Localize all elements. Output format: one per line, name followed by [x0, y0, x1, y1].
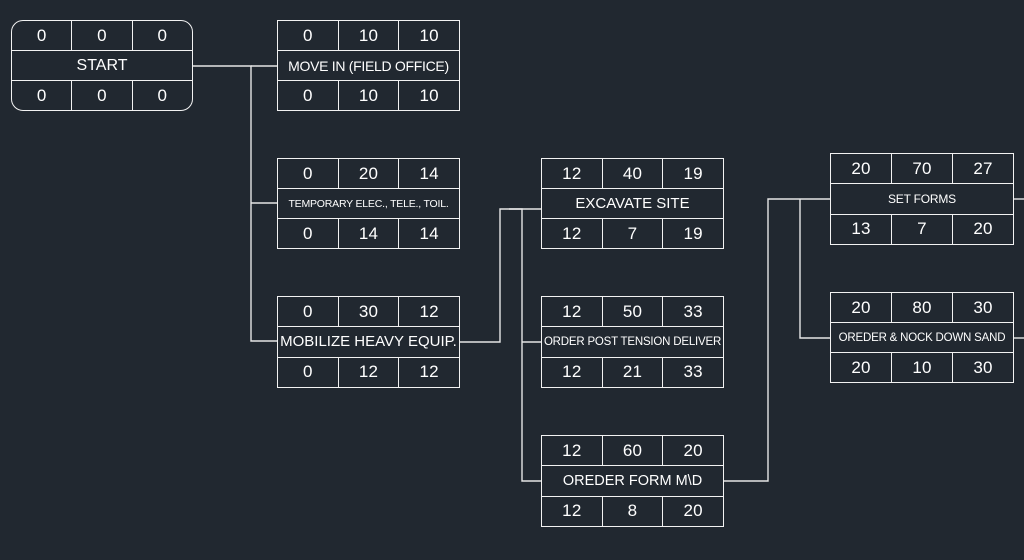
node-label: MOBILIZE HEAVY EQUIP. — [280, 333, 457, 351]
node-value-cell: 12 — [562, 163, 582, 183]
node-value-cell: 30 — [337, 297, 399, 327]
connector-mobilize-excavate — [460, 208, 541, 343]
node-value-cell: 20 — [662, 436, 723, 466]
connector-form-set-forms — [724, 198, 830, 482]
node-value-cell: 12 — [562, 362, 582, 382]
node-value-cell: 10 — [891, 353, 952, 382]
node-value-cell: 0 — [36, 25, 47, 45]
node-value-cell: 50 — [601, 297, 663, 327]
connector-column3-trunk — [509, 208, 541, 482]
node-value-cell: 12 — [398, 297, 459, 327]
node-value-cell: 20 — [851, 357, 871, 377]
node-label: OREDER & NOCK DOWN SAND — [838, 331, 1006, 344]
node-value-cell: 14 — [398, 219, 459, 248]
node-value-cell: 40 — [601, 159, 663, 188]
node-label: TEMPORARY ELEC., TELE., TOIL. — [288, 197, 449, 210]
node-value-cell: 12 — [337, 357, 399, 387]
node-value-cell: 10 — [337, 81, 399, 110]
node-value-cell: 20 — [851, 158, 871, 178]
node-value-cell: 19 — [662, 219, 723, 248]
node-value-cell: 14 — [337, 219, 399, 248]
node-value-cell: 60 — [601, 436, 663, 466]
node-value-cell: 7 — [891, 214, 952, 244]
node-value-cell: 80 — [891, 293, 952, 322]
node-value-cell: 0 — [303, 362, 313, 382]
node-value-cell: 12 — [562, 223, 582, 243]
node-value-cell: 10 — [398, 21, 459, 50]
node-value-cell: 0 — [131, 21, 192, 50]
node-label: SET FORMS — [888, 191, 956, 206]
node-value-cell: 20 — [952, 214, 1013, 244]
node-label: MOVE IN (FIELD OFFICE) — [288, 57, 449, 74]
node-value-cell: 30 — [952, 353, 1013, 382]
node-value-cell: 12 — [562, 501, 582, 521]
node-value-cell: 21 — [601, 357, 663, 387]
node-value-cell: 0 — [71, 81, 131, 110]
node-value-cell: 20 — [337, 159, 399, 188]
node-value-cell: 0 — [303, 301, 313, 321]
node-value-cell: 0 — [303, 223, 313, 243]
node-value-cell: 12 — [562, 301, 582, 321]
node-label: ORDER POST TENSION DELIVER — [543, 335, 722, 348]
node-value-cell: 0 — [71, 21, 131, 50]
node-value-cell: 14 — [398, 159, 459, 188]
node-value-cell: 0 — [303, 163, 313, 183]
node-value-cell: 70 — [891, 154, 952, 184]
node-label: EXCAVATE SITE — [575, 195, 690, 212]
node-label: START — [76, 56, 128, 74]
node-value-cell: 20 — [851, 297, 871, 317]
node-value-cell: 0 — [303, 25, 313, 45]
node-label: OREDER FORM M\D — [562, 472, 703, 489]
node-value-cell: 33 — [662, 297, 723, 327]
connector-column4-trunk — [799, 199, 830, 339]
node-value-cell: 0 — [303, 85, 313, 105]
node-value-cell: 10 — [398, 81, 459, 110]
node-value-cell: 0 — [36, 85, 47, 105]
node-value-cell: 0 — [131, 81, 192, 110]
node-value-cell: 27 — [952, 154, 1013, 184]
node-value-cell: 33 — [662, 357, 723, 387]
node-value-cell: 13 — [851, 219, 871, 239]
node-value-cell: 8 — [601, 496, 663, 526]
node-value-cell: 7 — [601, 219, 663, 248]
node-value-cell: 19 — [662, 159, 723, 188]
node-value-cell: 12 — [398, 357, 459, 387]
node-value-cell: 30 — [952, 293, 1013, 322]
node-value-cell: 12 — [562, 440, 582, 460]
node-value-cell: 20 — [662, 496, 723, 526]
node-value-cell: 10 — [337, 21, 399, 50]
